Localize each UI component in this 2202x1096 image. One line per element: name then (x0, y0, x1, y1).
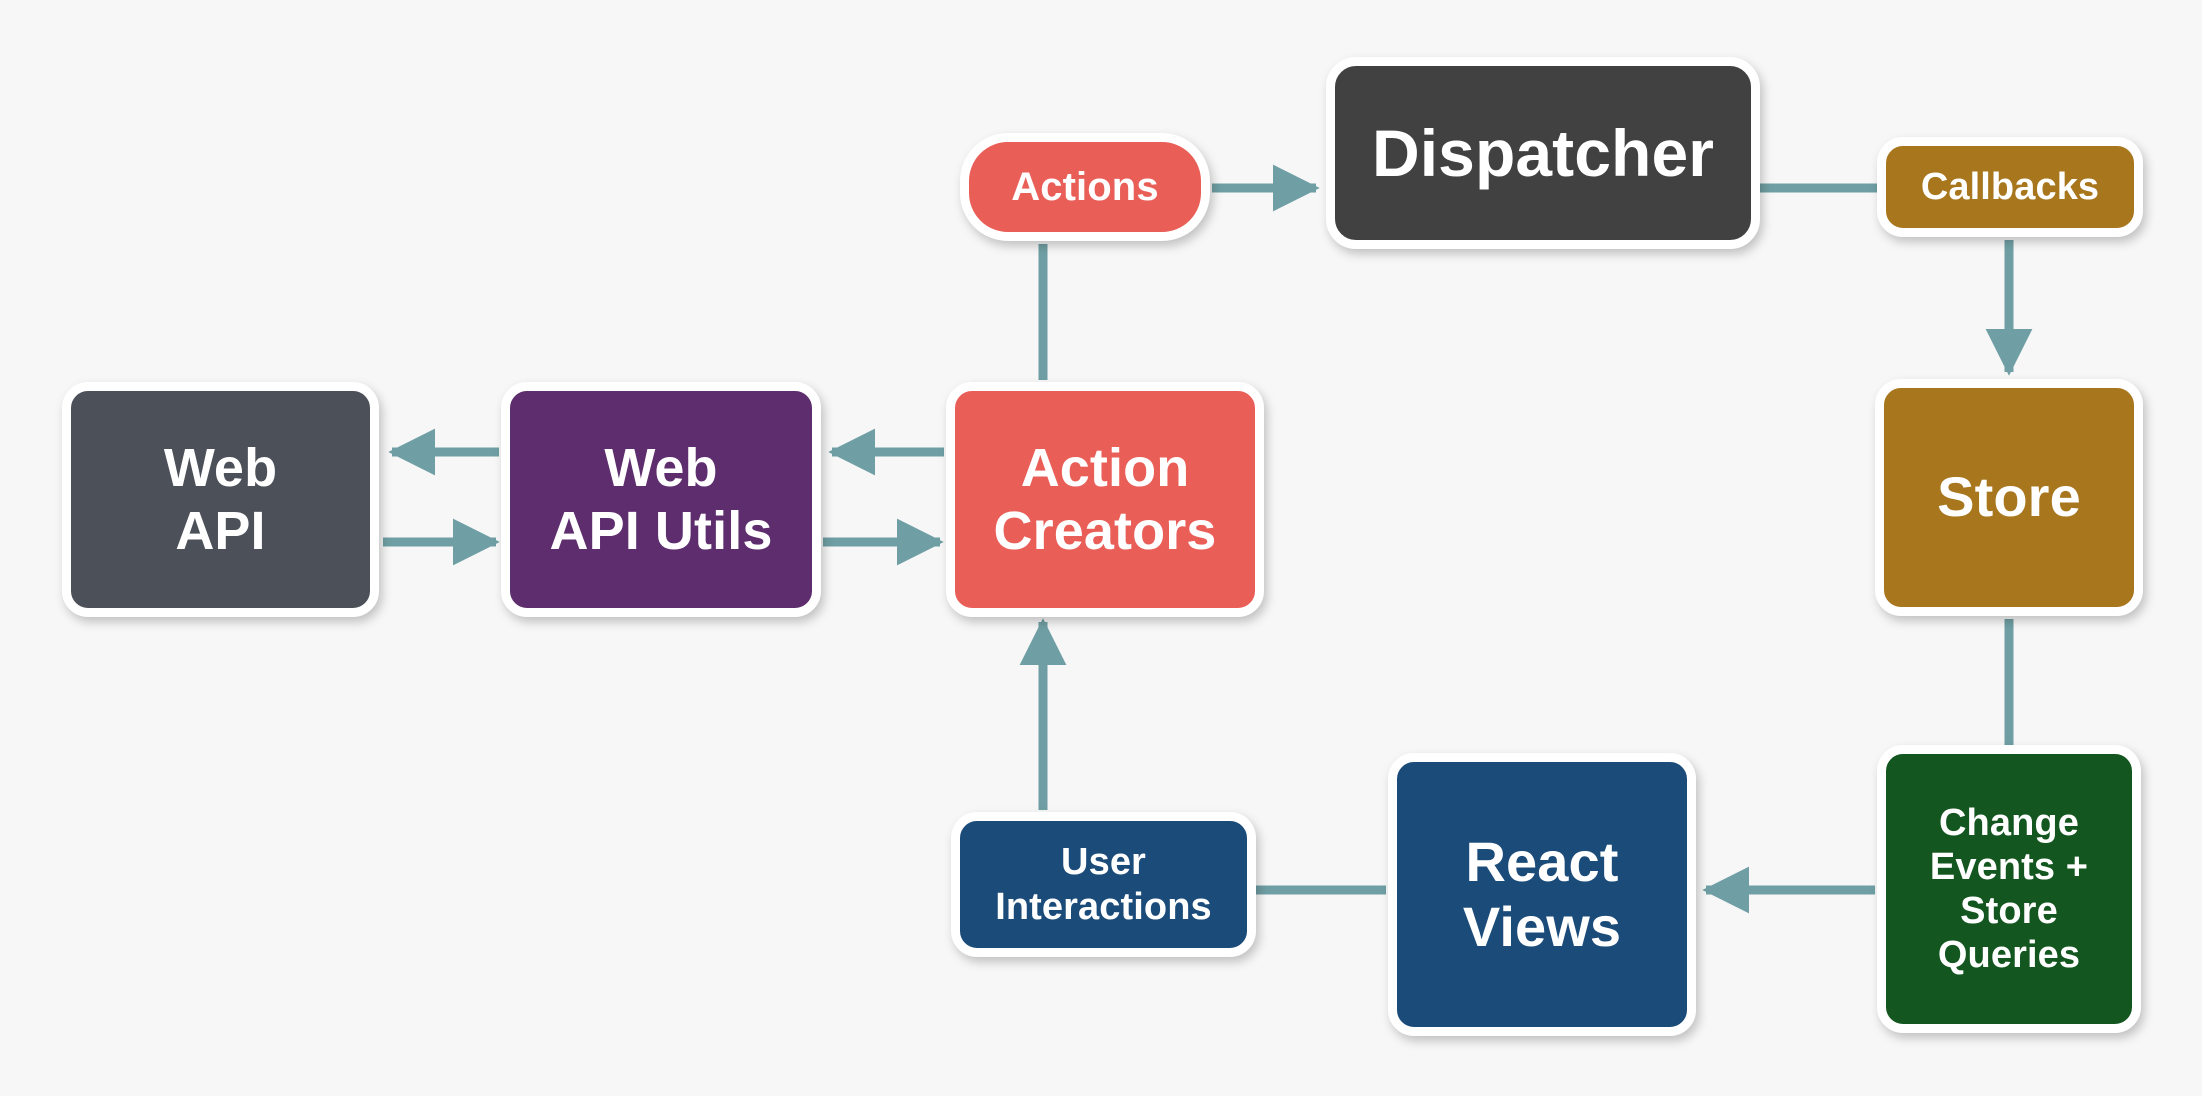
node-react-views[interactable]: React Views (1388, 753, 1696, 1036)
node-callbacks[interactable]: Callbacks (1877, 137, 2143, 237)
node-change-events-store-queries[interactable]: Change Events + Store Queries (1877, 745, 2141, 1033)
node-actions[interactable]: Actions (960, 133, 1210, 241)
node-web-api[interactable]: Web API (62, 382, 379, 617)
node-store[interactable]: Store (1875, 379, 2143, 616)
node-action-creators[interactable]: Action Creators (946, 382, 1264, 617)
node-dispatcher[interactable]: Dispatcher (1326, 57, 1760, 249)
node-web-api-utils[interactable]: Web API Utils (501, 382, 821, 617)
node-user-interactions[interactable]: User Interactions (951, 812, 1256, 957)
